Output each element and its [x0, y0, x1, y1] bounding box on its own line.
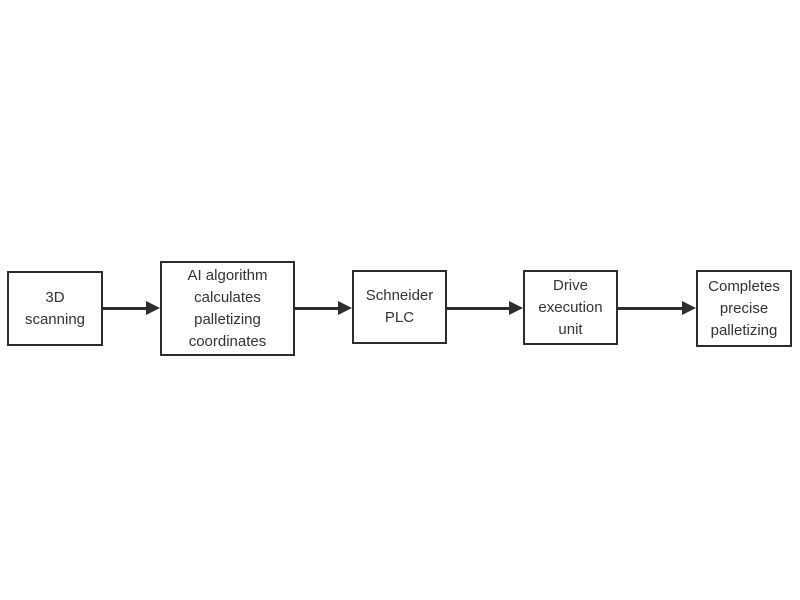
node-label: 3D scanning	[24, 288, 86, 328]
node-drive-execution-unit: Drive execution unit	[523, 270, 618, 345]
connector-4	[618, 301, 696, 315]
node-label: Schneider PLC	[365, 287, 434, 326]
node-label: Drive execution unit	[538, 276, 603, 338]
node-3d-scanning: 3D scanning	[7, 271, 103, 346]
node-label: Completes precise palletizing	[708, 277, 780, 339]
arrow-line	[295, 306, 340, 310]
arrowhead-right-icon	[338, 301, 352, 315]
node-completes-palletizing: Completes precise palletizing	[696, 270, 792, 347]
arrow-line	[447, 306, 511, 310]
node-schneider-plc: Schneider PLC	[352, 270, 447, 344]
connector-1	[103, 301, 160, 315]
arrowhead-right-icon	[146, 301, 160, 315]
arrow-line	[618, 306, 684, 310]
connector-2	[295, 301, 352, 315]
arrow-line	[103, 306, 148, 310]
node-ai-algorithm: AI algorithm calculates palletizing coor…	[160, 261, 295, 356]
node-label: AI algorithm calculates palletizing coor…	[187, 266, 268, 350]
arrowhead-right-icon	[682, 301, 696, 315]
connector-3	[447, 301, 523, 315]
arrowhead-right-icon	[509, 301, 523, 315]
